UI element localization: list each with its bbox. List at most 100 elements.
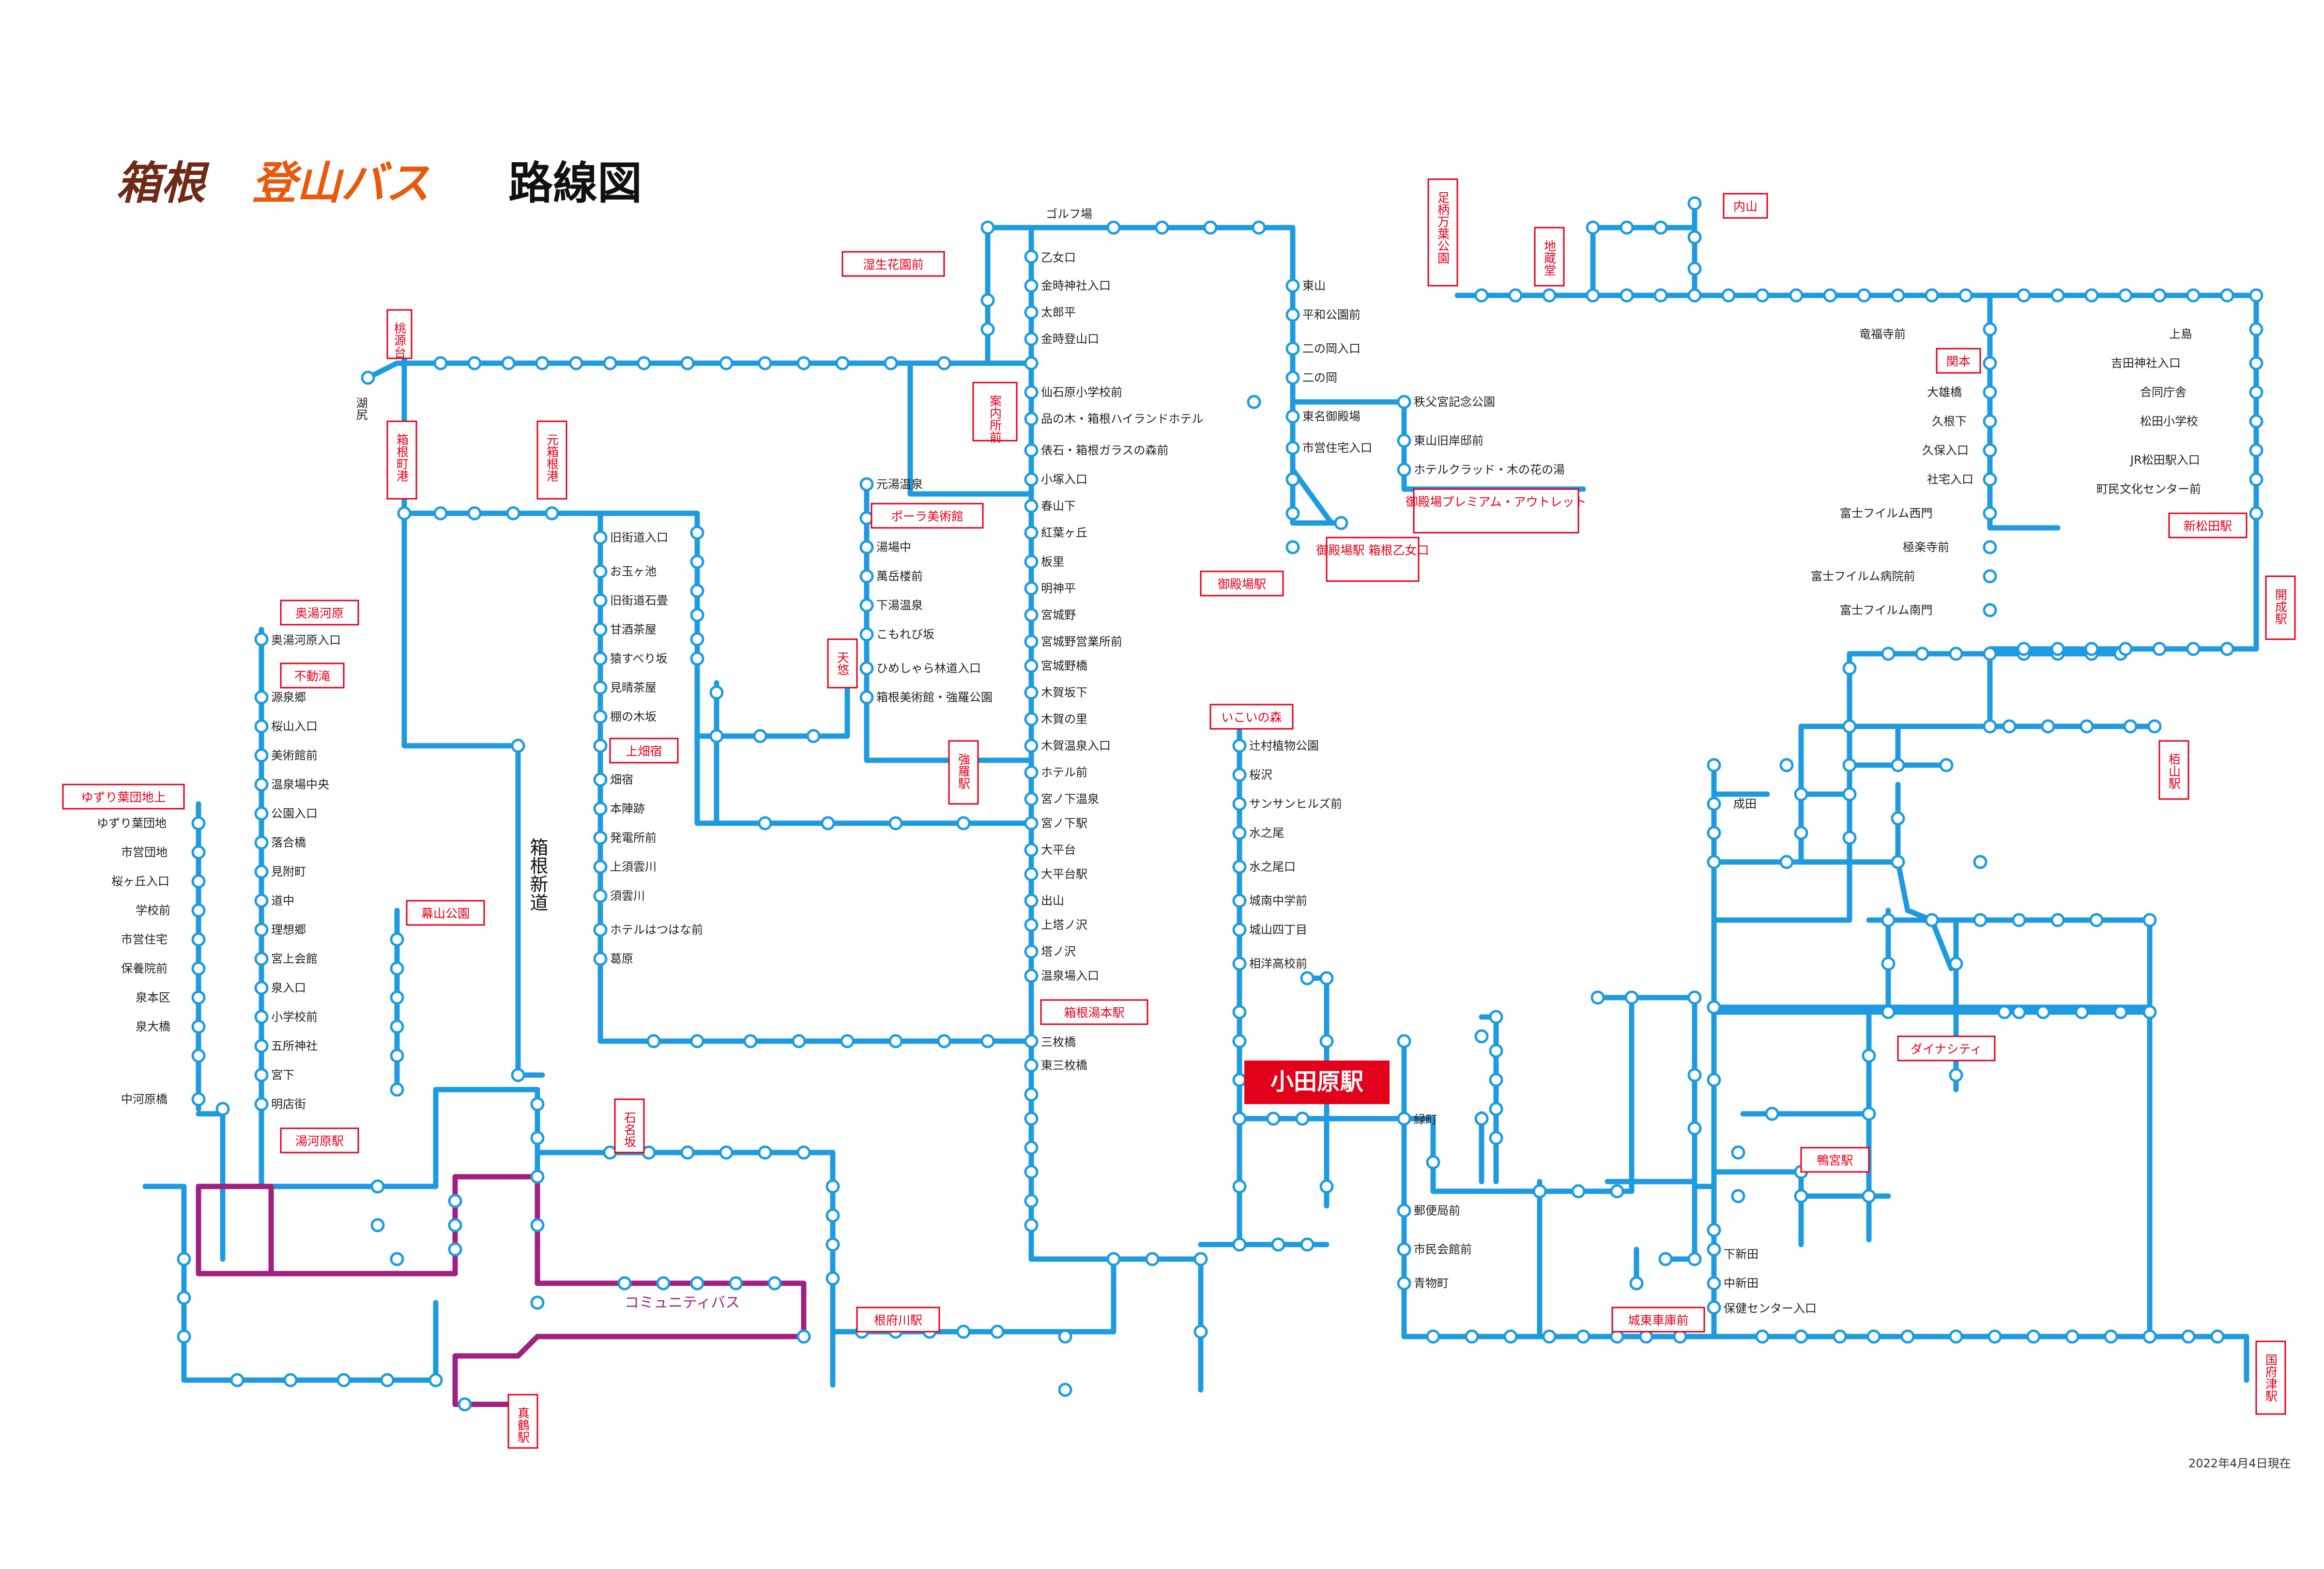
- stop-marker: [390, 1082, 404, 1097]
- stop-marker: [2152, 288, 2167, 303]
- stop-marker: [448, 1194, 462, 1208]
- stop-marker: [1687, 262, 1702, 276]
- date-note: 2022年4月4日現在: [2188, 1457, 2291, 1470]
- hub-label: 石名坂: [623, 1111, 637, 1148]
- stop-marker: [191, 1019, 206, 1034]
- stop-label: 宮城野営業所前: [1041, 635, 1122, 648]
- stop-marker: [1687, 990, 1702, 1005]
- stop-marker: [2152, 642, 2167, 656]
- stop-marker: [390, 932, 404, 947]
- stop-label: 宮ノ下温泉: [1041, 792, 1099, 806]
- stop-marker: [1285, 472, 1300, 487]
- stop-marker: [1232, 1179, 1247, 1194]
- stop-marker: [1024, 816, 1039, 831]
- stop-marker: [1247, 395, 1261, 409]
- stop-marker: [1232, 826, 1247, 840]
- stop-label: 大雄橋: [1927, 385, 1962, 399]
- stop-marker: [2002, 719, 2017, 734]
- hub-label: ダイナシティ: [1911, 1042, 1982, 1056]
- stop-marker: [433, 356, 448, 370]
- stop-marker: [191, 816, 206, 831]
- stop-marker: [2123, 719, 2138, 734]
- stop-marker: [1058, 1329, 1072, 1344]
- stop-label: お玉ヶ池: [610, 565, 657, 578]
- stop-marker: [753, 729, 767, 743]
- stop-marker: [191, 874, 206, 889]
- stop-marker: [2249, 322, 2263, 337]
- community-bus-route: [196, 1174, 807, 1407]
- stop-marker: [680, 356, 695, 370]
- stop-marker: [1707, 1300, 1721, 1315]
- stop-marker: [254, 1068, 269, 1082]
- stop-marker: [1707, 758, 1721, 772]
- stop-marker: [2075, 1005, 2089, 1019]
- stop-marker: [1983, 443, 1997, 458]
- stop-label: 極楽寺前: [1903, 540, 1949, 554]
- stop-label: 水之尾口: [1249, 860, 1296, 874]
- hub-label: 鴨宮駅: [1817, 1154, 1853, 1168]
- stop-marker: [336, 1373, 351, 1387]
- stop-marker: [1024, 1218, 1039, 1232]
- stop-marker: [1024, 659, 1039, 673]
- stop-marker: [980, 293, 995, 308]
- stop-marker: [884, 356, 898, 370]
- hub-label: 御殿場駅: [1218, 577, 1266, 591]
- stop-label: 辻村植物公園: [1249, 739, 1319, 753]
- stop-marker: [980, 1034, 995, 1048]
- stop-marker: [796, 1145, 811, 1160]
- stop-label: 小学校前: [271, 1010, 318, 1024]
- hub-label: 元箱根港: [545, 433, 559, 482]
- stop-marker: [593, 923, 608, 937]
- stop-marker: [283, 1373, 298, 1387]
- stop-marker: [1866, 1329, 1881, 1344]
- stop-marker: [593, 530, 608, 545]
- stop-marker: [1474, 1111, 1489, 1126]
- stop-marker: [937, 356, 951, 370]
- stop-marker: [1542, 288, 1557, 303]
- stop-marker: [980, 220, 995, 235]
- odawara-station-hub[interactable]: 小田原駅: [1244, 1061, 1390, 1104]
- stop-marker: [1707, 826, 1721, 840]
- stop-label: 木賀温泉入口: [1041, 739, 1111, 753]
- stop-marker: [1508, 288, 1523, 303]
- stop-marker: [2181, 1329, 2196, 1344]
- stop-marker: [361, 370, 375, 385]
- stop-marker: [792, 1034, 806, 1048]
- stop-label: 保健センター入口: [1724, 1302, 1817, 1315]
- stop-label: 甘酒茶屋: [610, 623, 657, 636]
- hub-labels: 桃源台 湿生花園前 案内所前 箱根町港 元箱根港 ポーラ美術館 天悠 強羅駅 奥…: [62, 178, 2296, 1449]
- stop-marker: [1024, 765, 1039, 780]
- stop-marker: [1024, 1194, 1039, 1208]
- stop-marker: [1232, 1237, 1247, 1252]
- stop-label: 温泉場中央: [271, 778, 329, 791]
- stop-label: 富士フイルム西門: [1840, 507, 1933, 520]
- title-part3: 路線図: [508, 157, 642, 209]
- hub-label: 新松田駅: [2184, 519, 2232, 533]
- stop-label: 俵石・箱根ガラスの森前: [1041, 444, 1169, 457]
- stop-marker: [2249, 414, 2263, 429]
- stop-marker: [2012, 913, 2026, 927]
- stop-label: 本陣跡: [610, 802, 645, 815]
- stop-label: 宮下: [271, 1068, 294, 1082]
- stop-marker: [1024, 278, 1039, 293]
- stop-marker: [2079, 719, 2094, 734]
- stop-marker: [1610, 1184, 1624, 1199]
- hub-label: ポーラ美術館: [891, 509, 963, 523]
- stop-marker: [1193, 1324, 1208, 1339]
- stop-label: 落合橋: [271, 836, 306, 849]
- stop-label: 青物町: [1414, 1277, 1449, 1290]
- stop-marker: [1949, 646, 1963, 661]
- stop-marker: [254, 719, 269, 734]
- stop-marker: [254, 835, 269, 850]
- stop-marker: [1983, 719, 1997, 734]
- stop-marker: [690, 584, 704, 598]
- stop-marker: [1731, 1189, 1745, 1203]
- stop-marker: [511, 738, 525, 753]
- stop-marker: [191, 1092, 206, 1107]
- stop-marker: [2050, 288, 2065, 303]
- stop-marker: [1973, 855, 1988, 869]
- stop-marker: [796, 356, 811, 370]
- stop-label: 発電所前: [610, 831, 657, 845]
- stop-marker: [1721, 288, 1736, 303]
